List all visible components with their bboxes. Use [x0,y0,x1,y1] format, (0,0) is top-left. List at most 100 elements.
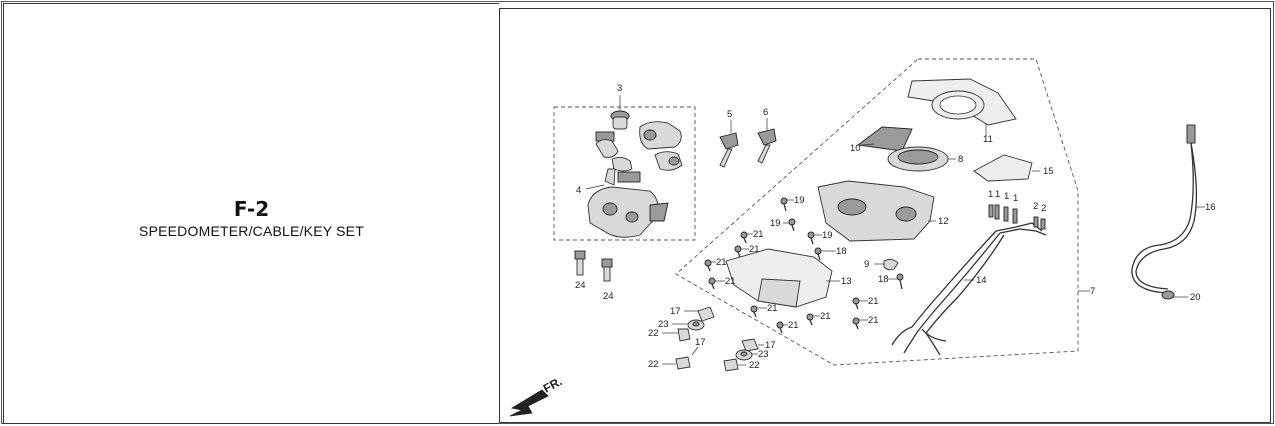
callout-16: 16 [1205,202,1216,213]
screw-19-a [780,197,788,212]
ignition-switch-hole-b [625,211,639,223]
bolt-24-left [574,250,586,276]
screw-18-right [896,273,904,290]
figure-caption-panel: F-2 SPEEDOMETER/CABLE/KEY SET [3,3,499,424]
callout-1-a: 1 [988,189,993,200]
fuel-lock-hole [668,156,680,166]
callout-19-b: 19 [770,218,781,229]
callout-15: 15 [1043,166,1054,177]
seat-lock-hole [643,129,657,141]
grommet-17-c [741,338,759,352]
front-direction-arrow: FR. [509,374,564,417]
callout-12: 12 [938,216,949,227]
callout-21-f: 21 [788,320,799,331]
ignition-switch-hole-a [602,202,618,216]
callout-21-c: 21 [716,257,727,268]
callout-22-c: 22 [749,360,760,371]
callout-2-b: 2 [1041,203,1046,214]
bulb-sockets [988,204,1046,230]
speedometer-assembly-boundary [675,58,1079,366]
ignition-switch-body [587,186,659,238]
screw-21-d [708,277,716,290]
screw-21-g [806,313,814,326]
washer-23-b [735,349,753,361]
callout-10: 10 [850,143,861,154]
callout-13: 13 [841,276,852,287]
callout-6: 6 [763,107,768,118]
callout-11: 11 [983,134,993,145]
diagram-panel: 3 4 5 6 24 [499,8,1271,423]
screw-21-a [740,231,748,244]
speedometer-cable [1131,124,1198,300]
exploded-parts-diagram: 3 4 5 6 24 [509,58,1216,417]
washer-23-a [687,319,705,331]
callout-19-a: 19 [794,195,805,206]
clip-9 [883,258,899,271]
callout-22-a: 22 [648,328,659,339]
callout-14: 14 [976,275,987,286]
callout-17-c: 17 [765,340,776,351]
screw-21-h [852,297,860,310]
callout-17-b: 17 [695,337,706,348]
screw-21-e [750,305,758,318]
callout-18-left: 18 [836,246,847,257]
nut-22-a [677,328,691,342]
lock-barrel [595,139,619,158]
callout-21-b: 21 [749,244,760,255]
fuel-lock [654,151,683,171]
callout-1-b: 1 [995,189,1000,200]
callout-1-d: 1 [1013,193,1018,204]
leader-4 [585,184,605,190]
callout-18-right: 18 [878,274,889,285]
meter-upper-case [817,180,935,242]
lock-switch [617,171,641,183]
nut-22-b [675,356,691,370]
callout-24-right: 24 [603,291,614,302]
callout-8: 8 [958,154,963,165]
grommet-17-a [697,306,715,322]
lock-stem [604,168,616,186]
callout-1-c: 1 [1004,191,1009,202]
callout-23-a: 23 [658,319,669,330]
callout-19-c: 19 [822,230,833,241]
seat-lock [639,121,682,150]
screw-19-b [788,218,796,232]
key-set-boundary [553,106,696,241]
key-6 [757,128,777,164]
lock-barrel-small [611,156,633,172]
callout-21-e: 21 [767,303,778,314]
screw-21-i [852,317,860,330]
figure-title: SPEEDOMETER/CABLE/KEY SET [139,223,364,239]
meter-lower-case [725,248,833,308]
leader-10 [861,143,875,146]
meter-lens [856,126,913,152]
callout-9: 9 [864,259,869,270]
callout-22-b: 22 [648,359,659,370]
callout-24-left: 24 [575,280,586,291]
callout-21-g: 21 [820,311,831,322]
ignition-connector [649,202,669,222]
callout-20: 20 [1190,292,1201,303]
lock-cylinder [612,116,628,130]
callout-21-d: 21 [725,276,736,287]
key-lock-parts [587,110,683,238]
callout-5: 5 [727,109,732,120]
bolt-24-right [601,258,613,282]
callout-4: 4 [576,185,581,196]
fr-arrow-icon [509,389,549,417]
nut-22-c [723,358,739,372]
figure-code: F-2 [233,197,270,221]
callout-17-a: 17 [670,306,681,317]
callout-21-a: 21 [753,229,764,240]
indicator-panel [973,154,1033,182]
callout-2-a: 2 [1033,201,1038,212]
screw-19-c [807,231,815,245]
callout-21-h: 21 [868,296,879,307]
screw-21-c [704,259,712,272]
wire-harness [891,222,1047,356]
screw-21-f [776,321,784,334]
callout-21-i: 21 [868,315,879,326]
key-5 [719,132,739,168]
